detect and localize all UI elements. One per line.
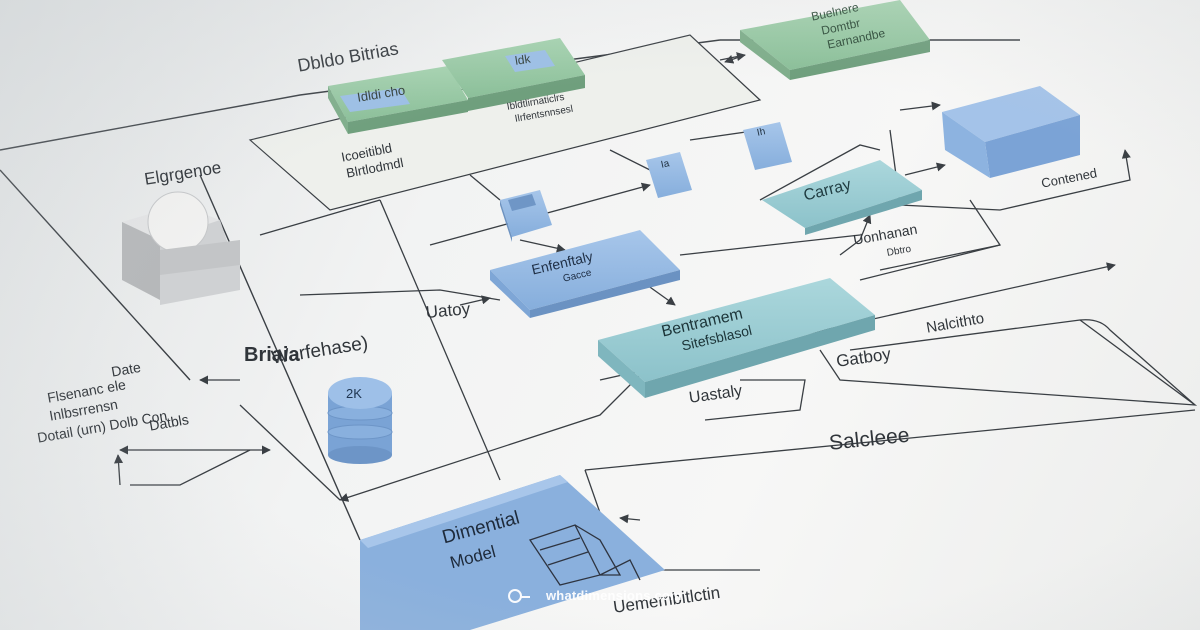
entertaly-block: [490, 230, 680, 318]
uatoy-label: Uatoy: [425, 299, 471, 322]
carray-block: [762, 160, 922, 235]
green-block-3: [740, 0, 930, 80]
dimential-model-box: [360, 475, 665, 630]
database-cylinder: [327, 377, 393, 464]
watermark: whatdimensions.com: [508, 588, 682, 603]
grey-x-box: [122, 191, 240, 305]
blue-box-right: [942, 86, 1080, 178]
magnifier-icon: [508, 588, 530, 603]
lower-right-frame: [849, 244, 1196, 406]
blue-cube-2: [646, 152, 692, 198]
blue-cube-1: [500, 190, 552, 242]
green-block-2: [442, 38, 585, 111]
cylinder-label: 2K: [346, 386, 362, 401]
green-block-2-label: ldk: [514, 51, 532, 68]
watermark-text: whatdimensions.com: [546, 588, 682, 603]
blue-cube-3: [743, 122, 792, 170]
bentramen-block: [598, 278, 875, 398]
green-block-1: [328, 66, 468, 134]
briaia-warehouse-line1: Briaia: [244, 344, 300, 366]
